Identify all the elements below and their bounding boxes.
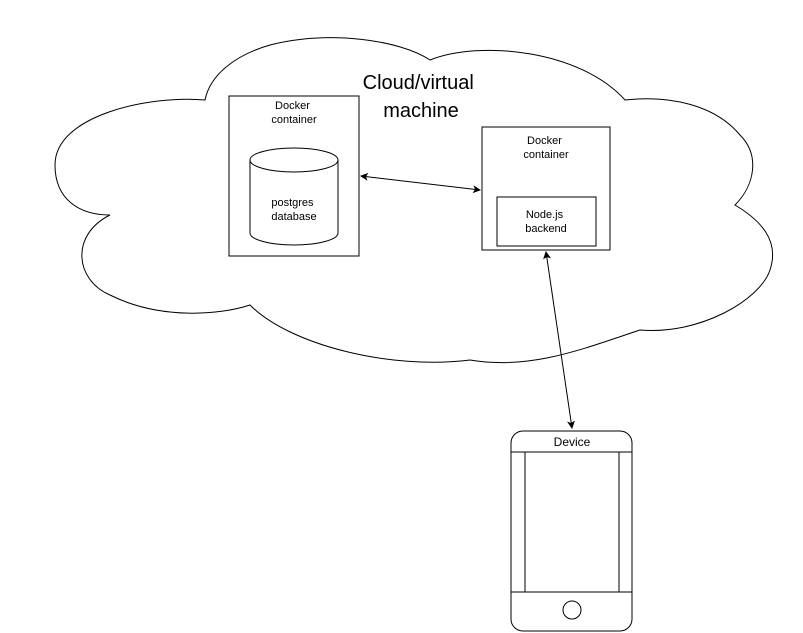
docker-right-title-line-2: container [523, 149, 569, 161]
database-cylinder-icon [249, 147, 339, 246]
cloud-label: Cloud/virtual machine [363, 72, 480, 122]
home-button-icon [562, 600, 582, 620]
database-label-line-2: database [271, 211, 316, 223]
docker-container-left-title: Docker container [271, 100, 317, 126]
backend-label-line-2: backend [525, 223, 567, 235]
docker-container-right-title: Docker container [523, 135, 569, 161]
mobile-device-icon [510, 430, 633, 632]
device-label: Device [554, 435, 591, 449]
docker-left-title-line-1: Docker [275, 100, 310, 112]
connector-backend-device [543, 251, 575, 429]
backend-label-line-1: Node.js [526, 209, 564, 221]
database-label-line-1: postgres [271, 197, 314, 209]
docker-right-title-line-1: Docker [527, 135, 562, 147]
backend-box [496, 196, 597, 247]
docker-left-title-line-2: container [271, 114, 317, 126]
connector-db-backend [360, 172, 481, 194]
database-label: postgres database [271, 197, 316, 223]
cloud-label-line-1: Cloud/virtual [363, 72, 474, 94]
backend-label: Node.js backend [525, 209, 567, 235]
cloud-label-line-2: machine [383, 100, 459, 122]
